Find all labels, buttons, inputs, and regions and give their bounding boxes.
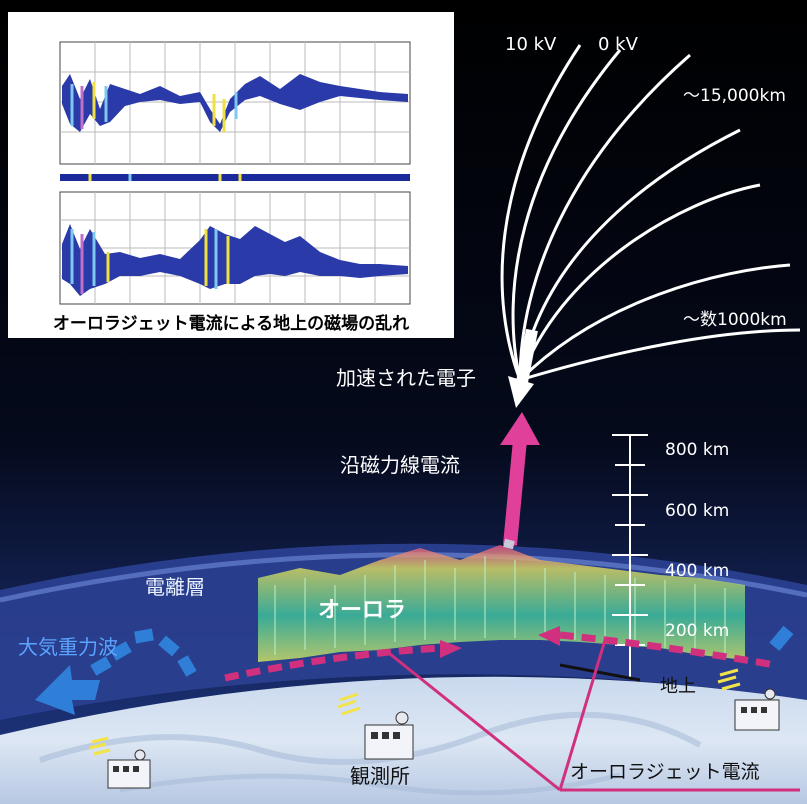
- electron-arrow-shaft: [516, 328, 538, 384]
- observatory-icon: [717, 668, 780, 731]
- field-current-shaft: [503, 439, 527, 546]
- plot-bar: [60, 174, 410, 181]
- aurora-curtain: [258, 545, 745, 662]
- altitude-15000-label: ～15,000km: [683, 86, 786, 106]
- jet-current-ground-lines: [384, 639, 800, 792]
- ground-label: 地上: [660, 676, 696, 697]
- jet-arrow-right: [440, 640, 462, 658]
- electron-arrow-head: [508, 376, 534, 408]
- scale-tick-400: 400 km: [665, 561, 730, 581]
- aurora-label: オーロラ: [318, 598, 407, 623]
- field-line: [518, 53, 691, 381]
- altitude-scale: [612, 434, 648, 678]
- scale-tick-200: 200 km: [665, 621, 730, 641]
- inset-caption: オーロラジェット電流による地上の磁場の乱れ: [52, 314, 410, 334]
- scale-tick-600: 600 km: [665, 501, 730, 521]
- field-current-base: [503, 538, 515, 550]
- ionosphere-label: 電離層: [145, 575, 205, 599]
- accelerated-electrons-label: 加速された電子: [336, 366, 476, 390]
- ground-line: [559, 663, 641, 682]
- cloud-streak: [119, 772, 621, 796]
- magnetogram-plot: [10, 14, 452, 310]
- observatory-icon: [89, 736, 151, 789]
- scale-tick-800: 800 km: [665, 440, 730, 460]
- field-aligned-current-label: 沿磁力線電流: [340, 453, 460, 477]
- auroral-jet-current-label: オーロラジェット電流: [570, 761, 760, 783]
- altitude-several-thousand-label: ～数1000km: [683, 310, 787, 330]
- field-line: [518, 263, 791, 382]
- field-line: [511, 49, 622, 381]
- field-line: [500, 44, 582, 381]
- trace-bottom: [62, 224, 408, 296]
- observatory-label: 観測所: [350, 764, 410, 788]
- observatory-icon: [337, 692, 414, 760]
- field-line: [518, 183, 761, 381]
- gravity-wave: [35, 625, 794, 715]
- cloud-streak: [39, 711, 702, 765]
- jet-arrow-left: [538, 626, 560, 646]
- field-line: [519, 328, 801, 382]
- gravity-wave-label: 大気重力波: [18, 635, 118, 659]
- potential-0kv-label: 0 kV: [598, 34, 638, 55]
- magnetogram-inset: オーロラジェット電流による地上の磁場の乱れ: [8, 12, 454, 338]
- jet-current-path: [224, 631, 776, 682]
- field-current-head: [500, 412, 540, 445]
- potential-10kv-label: 10 kV: [505, 34, 557, 55]
